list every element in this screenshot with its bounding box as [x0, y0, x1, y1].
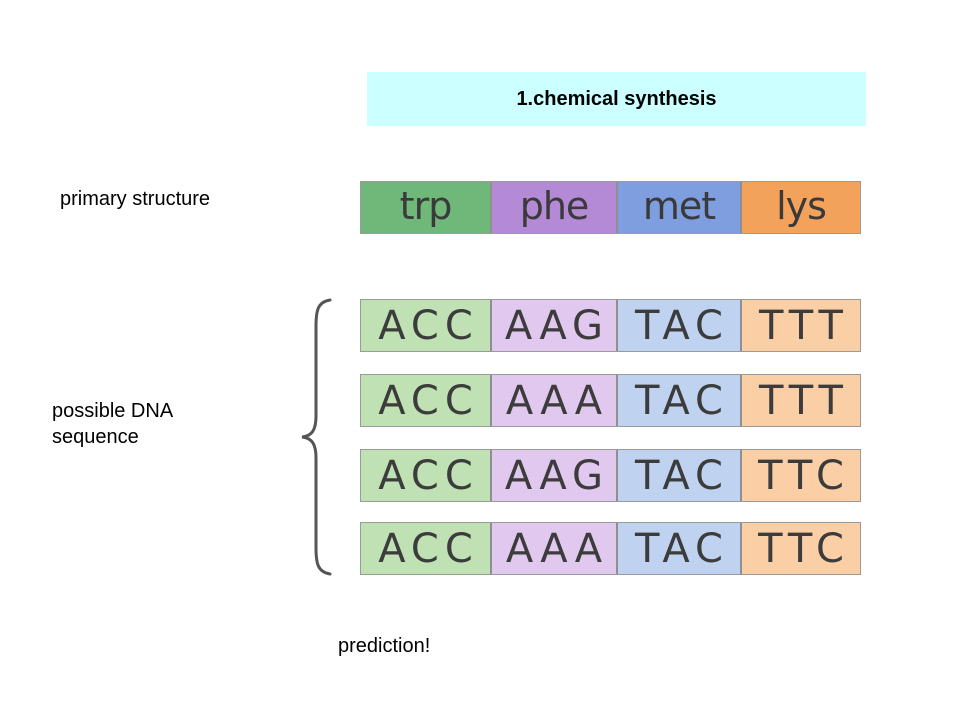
possible-dna-label-line1: possible DNA	[52, 400, 174, 422]
codon-text: AAA	[505, 525, 609, 572]
codon-cell: TTC	[742, 450, 860, 501]
codon-text: ACC	[378, 302, 479, 349]
codon-cell: ACC	[361, 523, 492, 574]
codon-text: ACC	[378, 525, 479, 572]
dna-sequence-row: ACC AAG TAC TTT	[360, 299, 861, 352]
codon-text: TAC	[635, 377, 729, 424]
codon-cell: AAG	[492, 450, 618, 501]
codon-cell: AAG	[492, 300, 618, 351]
possible-dna-label-line2: sequence	[52, 426, 139, 448]
codon-text: AAA	[505, 377, 609, 424]
codon-text: TAC	[635, 302, 729, 349]
possible-dna-label: possible DNA sequence	[52, 398, 173, 450]
amino-acid-cell: trp	[361, 182, 492, 233]
codon-text: TAC	[635, 525, 729, 572]
codon-cell: AAA	[492, 523, 618, 574]
title-banner: 1.chemical synthesis	[367, 72, 866, 126]
amino-acid-label: met	[642, 183, 716, 228]
codon-cell: TAC	[618, 375, 742, 426]
curly-brace	[301, 298, 332, 576]
amino-acid-cell: met	[618, 182, 742, 233]
dna-sequence-row: ACC AAA TAC TTT	[360, 374, 861, 427]
prediction-label: prediction!	[338, 635, 431, 657]
codon-cell: TAC	[618, 450, 742, 501]
codon-text: ACC	[378, 377, 479, 424]
amino-acid-strip: trp phe met lys	[360, 181, 861, 234]
codon-cell: ACC	[361, 450, 492, 501]
codon-cell: TTT	[742, 375, 860, 426]
codon-text: TTT	[759, 302, 849, 349]
amino-acid-cell: lys	[742, 182, 860, 233]
codon-text: ACC	[378, 452, 479, 499]
dna-sequence-row: ACC AAG TAC TTC	[360, 449, 861, 502]
codon-text: TTC	[758, 525, 850, 572]
codon-cell: TTT	[742, 300, 860, 351]
amino-acid-label: phe	[519, 183, 590, 228]
codon-text: TAC	[635, 452, 729, 499]
amino-acid-label: trp	[399, 183, 453, 228]
amino-acid-cell: phe	[492, 182, 618, 233]
codon-text: TTT	[759, 377, 849, 424]
codon-text: TTC	[758, 452, 850, 499]
title-text: 1.chemical synthesis	[516, 87, 717, 110]
codon-cell: ACC	[361, 375, 492, 426]
codon-cell: TAC	[618, 300, 742, 351]
primary-structure-label: primary structure	[60, 188, 211, 210]
codon-text: AAG	[504, 452, 610, 499]
codon-cell: AAA	[492, 375, 618, 426]
codon-cell: ACC	[361, 300, 492, 351]
codon-cell: TTC	[742, 523, 860, 574]
codon-text: AAG	[504, 302, 610, 349]
amino-acid-label: lys	[776, 183, 827, 228]
dna-sequence-row: ACC AAA TAC TTC	[360, 522, 861, 575]
codon-cell: TAC	[618, 523, 742, 574]
